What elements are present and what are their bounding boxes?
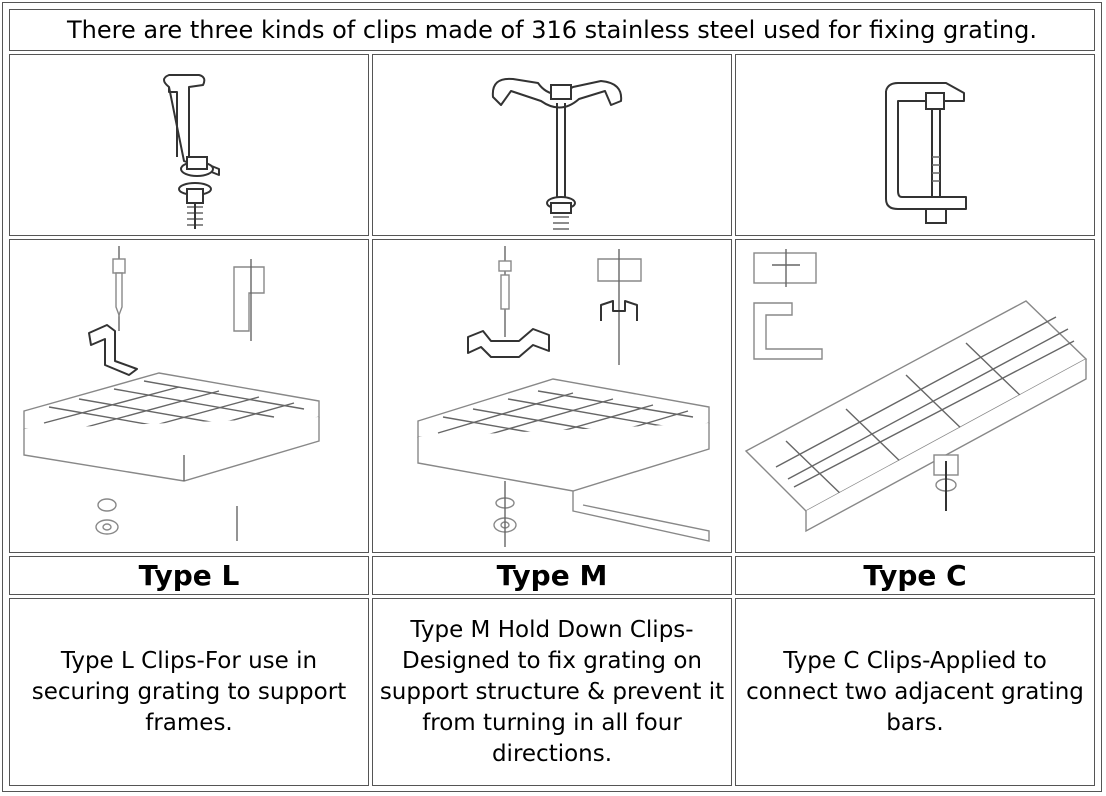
type-c-description: Type C Clips-Applied to connect two adja… <box>735 598 1095 786</box>
clips-table: There are three kinds of clips made of 3… <box>6 6 1098 789</box>
type-m-grating-icon <box>417 246 710 547</box>
type-c-label: Type C <box>735 556 1095 595</box>
type-l-clip-icon <box>163 74 220 229</box>
type-c-clip-drawing <box>735 54 1095 236</box>
type-m-label: Type M <box>372 556 732 595</box>
type-l-grating-icon <box>23 246 320 541</box>
type-l-installation-drawing <box>9 239 369 553</box>
type-m-installation-drawing <box>372 239 732 553</box>
type-c-installation-drawing <box>735 239 1095 553</box>
type-l-description: Type L Clips-For use in securing grating… <box>9 598 369 786</box>
type-l-label: Type L <box>9 556 369 595</box>
type-c-clip-icon <box>885 82 967 224</box>
table-title: There are three kinds of clips made of 3… <box>9 9 1095 51</box>
type-m-description: Type M Hold Down Clips-Designed to fix g… <box>372 598 732 786</box>
type-c-grating-icon <box>744 249 1088 533</box>
type-m-clip-drawing <box>372 54 732 236</box>
type-l-clip-drawing <box>9 54 369 236</box>
type-m-clip-icon <box>491 77 623 230</box>
